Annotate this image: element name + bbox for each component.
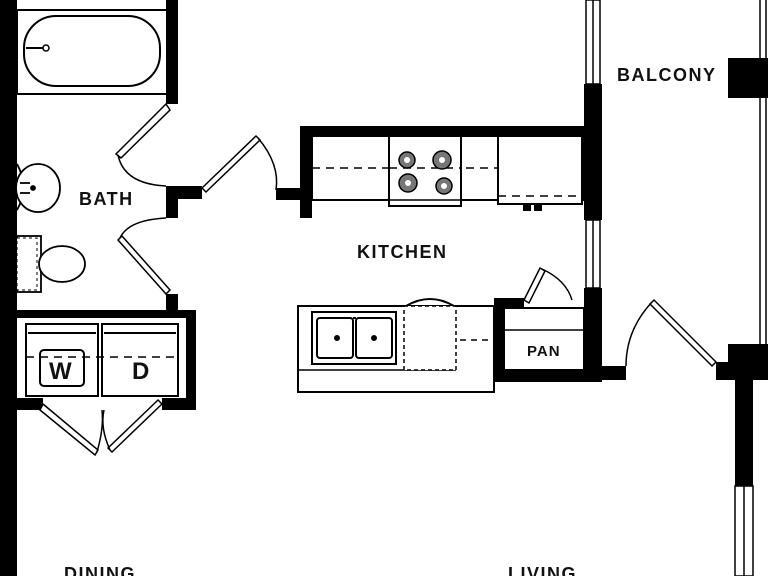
room-label-bath: BATH: [79, 189, 134, 209]
room-label-pantry: PAN: [527, 343, 561, 360]
stove-icon: [388, 135, 462, 207]
refrigerator-icon: [497, 135, 583, 211]
room-label-balcony: BALCONY: [617, 65, 717, 85]
dishwasher-icon: [403, 298, 457, 371]
laundry-doors: [39, 398, 164, 457]
bath-doors: [114, 102, 172, 296]
pantry: [503, 307, 585, 371]
hall-door: [200, 134, 278, 194]
washer-label: W: [49, 358, 72, 385]
windows: [585, 0, 767, 576]
pantry-door: [523, 266, 573, 305]
room-label-living: LIVING: [508, 564, 577, 576]
bath-sink-icon: [15, 163, 61, 213]
living-door: [625, 298, 718, 368]
washer-icon: [25, 323, 99, 397]
dryer-icon: [26, 323, 179, 397]
kitchen-sink-icon: [311, 311, 397, 365]
dryer-label: D: [132, 358, 149, 385]
room-label-dining: DINING: [64, 564, 136, 576]
bathtub-icon: [16, 9, 168, 95]
room-label-kitchen: KITCHEN: [357, 242, 448, 262]
toilet-icon: [16, 235, 86, 293]
